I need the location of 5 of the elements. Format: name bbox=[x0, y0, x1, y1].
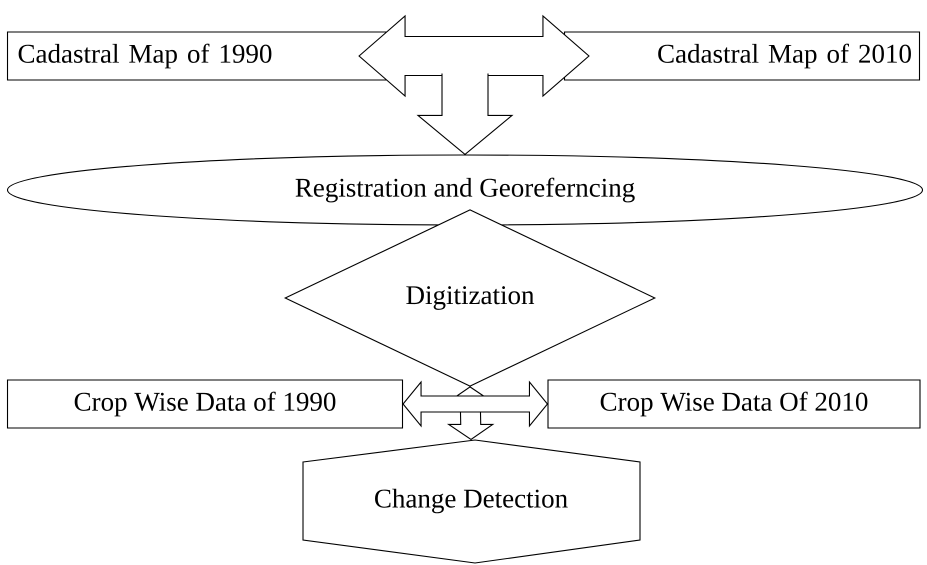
process-box: Cadastral Map of 1990 bbox=[6, 31, 394, 81]
process-box: Crop Wise Data Of 2010 bbox=[547, 379, 921, 429]
process-box: Cadastral Map of 2010 bbox=[564, 31, 920, 81]
block-arrow bbox=[416, 72, 514, 156]
process-box: Crop Wise Data of 1990 bbox=[6, 379, 404, 429]
